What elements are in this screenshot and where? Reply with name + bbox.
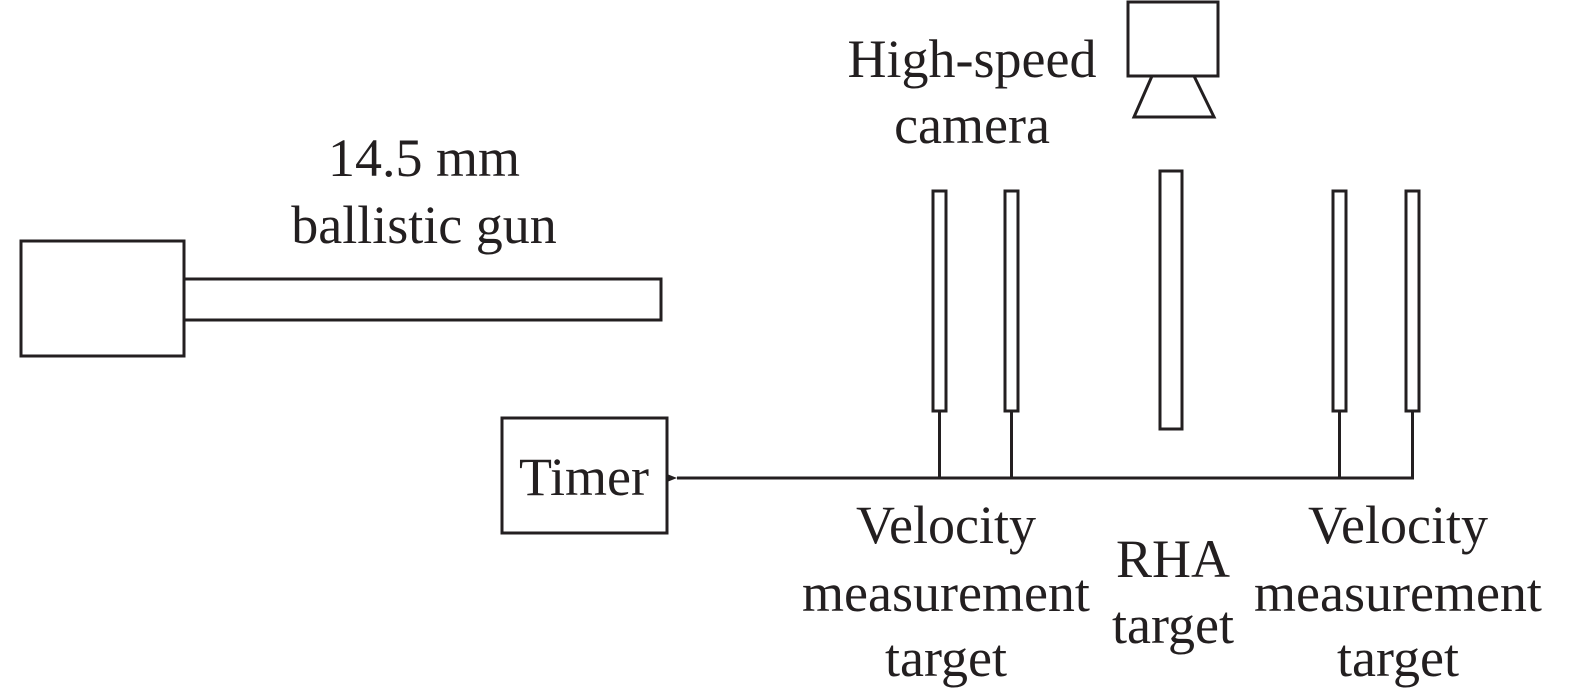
velocity-right-label-line2: measurement	[1254, 563, 1542, 623]
rha-label-line1: RHA	[1116, 529, 1230, 589]
velocity-left-label-line2: measurement	[802, 563, 1090, 623]
camera-label-line1: High-speed	[848, 29, 1097, 89]
ballistic-gun	[19, 239, 663, 358]
velocity-left-label-line1: Velocity	[856, 495, 1036, 555]
velocity-right-label-line1: Velocity	[1308, 495, 1488, 555]
high-speed-camera-icon	[1126, 0, 1220, 119]
timer-box	[500, 416, 669, 535]
camera-label-line2: camera	[894, 95, 1050, 155]
gun-label-line2: ballistic gun	[291, 195, 556, 255]
gun-barrel	[182, 277, 663, 322]
velocity-right-label-line3: target	[1337, 628, 1459, 688]
velocity-target-plate	[1331, 189, 1348, 413]
velocity-target-plate	[931, 189, 948, 413]
velocity-target-plate	[1003, 189, 1020, 413]
gun-breech	[19, 239, 186, 358]
velocity-target-plate	[1404, 189, 1421, 413]
camera-body	[1126, 0, 1220, 78]
velocity-target-right	[1331, 189, 1421, 478]
velocity-target-left	[931, 189, 1020, 478]
camera-lens	[1131, 74, 1217, 119]
timer-label: Timer	[519, 447, 649, 507]
rha-label-line2: target	[1112, 595, 1234, 655]
gun-label-line1: 14.5 mm	[328, 128, 520, 188]
velocity-left-label-line3: target	[885, 628, 1007, 688]
rha-target-plate	[1158, 169, 1184, 431]
